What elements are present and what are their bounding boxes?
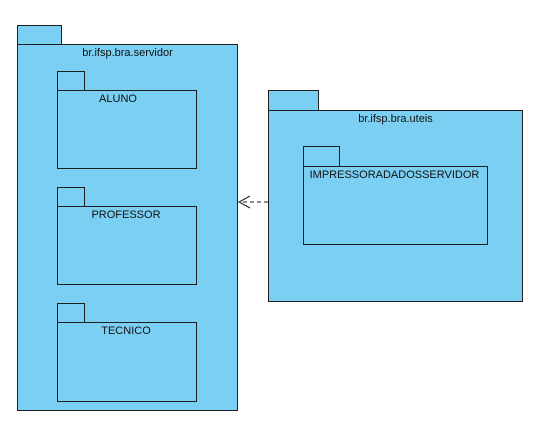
package-professor[interactable]: PROFESSOR <box>57 206 197 285</box>
dependency-arrowhead <box>237 195 251 209</box>
package-aluno-label: ALUNO <box>99 93 137 105</box>
package-aluno[interactable]: ALUNO <box>57 90 197 169</box>
package-servidor-label: br.ifsp.bra.servidor <box>82 47 173 59</box>
package-tecnico-label: TECNICO <box>101 325 151 337</box>
package-impressora-label: IMPRESSORADADOSSERVIDOR <box>309 169 480 181</box>
package-impressora[interactable]: IMPRESSORADADOSSERVIDOR <box>303 166 488 245</box>
package-tecnico[interactable]: TECNICO <box>57 322 197 402</box>
package-uteis-label: br.ifsp.bra.uteis <box>358 113 433 125</box>
package-professor-label: PROFESSOR <box>91 209 161 221</box>
